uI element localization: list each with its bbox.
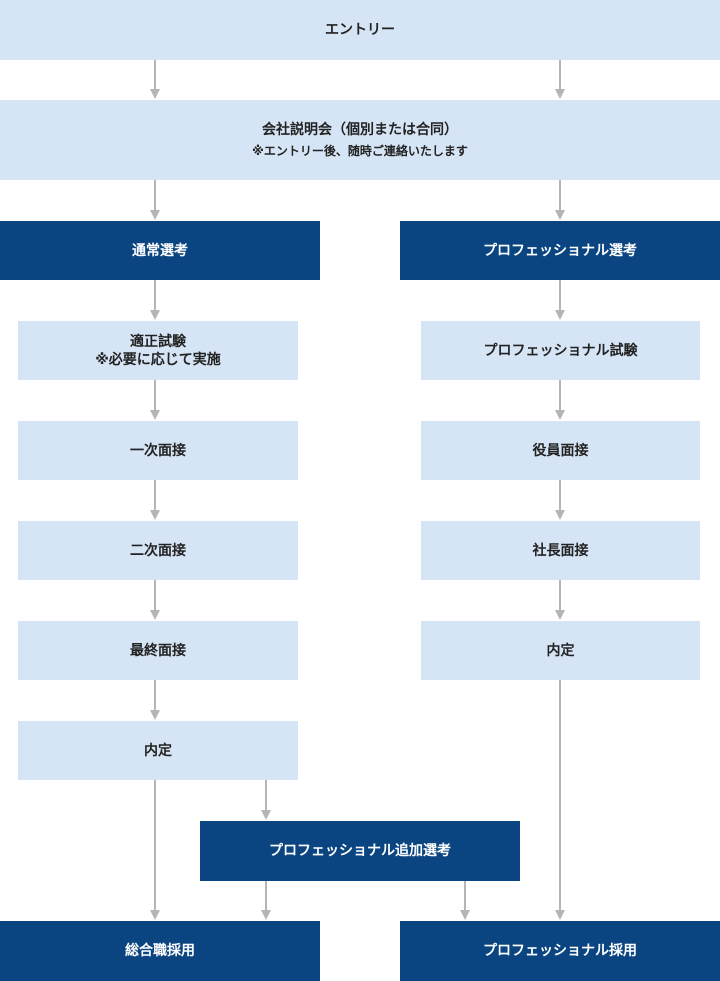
final-interview-step: 最終面接: [18, 621, 298, 680]
briefing-to-professional-arrow: [555, 180, 565, 220]
professional-offer-step: 内定: [421, 621, 700, 680]
general-hire-result: 総合職採用: [0, 921, 320, 981]
executive-interview-step: 役員面接: [421, 421, 700, 480]
professional-hire-result: プロフェッショナル採用: [400, 921, 720, 981]
president-interview-to-offer-arrow: [555, 580, 565, 620]
regular-offer-to-general-hire-arrow: [150, 780, 160, 920]
executive-to-president-interview-arrow: [555, 480, 565, 520]
entry-label: エントリー: [325, 22, 395, 38]
regular-offer-to-additional-arrow: [261, 780, 271, 820]
additional-to-general-hire-arrow: [261, 881, 271, 920]
executive-interview-label: 役員面接: [532, 442, 589, 459]
first-interview-label: 一次面接: [130, 442, 186, 459]
second-interview-step: 二次面接: [18, 521, 298, 580]
professional-selection-label: プロフェッショナル選考: [483, 242, 637, 259]
professional-additional-selection: プロフェッショナル追加選考: [200, 821, 520, 881]
president-interview-step: 社長面接: [421, 521, 700, 580]
additional-to-professional-hire-arrow: [460, 881, 470, 920]
second-to-final-interview-arrow: [150, 580, 160, 620]
professional-selection-header: プロフェッショナル選考: [400, 221, 720, 280]
second-interview-label: 二次面接: [130, 542, 186, 559]
general-hire-label: 総合職採用: [125, 943, 195, 959]
final-interview-to-offer-arrow: [150, 680, 160, 720]
aptitude-test-step: 適正試験 ※必要に応じて実施: [18, 321, 298, 380]
entry-step: エントリー: [0, 0, 720, 60]
final-interview-label: 最終面接: [130, 642, 186, 659]
briefing-to-regular-arrow: [150, 180, 160, 220]
professional-exam-label: プロフェッショナル試験: [483, 342, 638, 359]
regular-to-aptitude-arrow: [150, 280, 160, 320]
professional-offer-to-hire-arrow: [555, 680, 565, 920]
entry-to-briefing-right-arrow: [555, 60, 565, 99]
aptitude-to-first-interview-arrow: [150, 380, 160, 420]
entry-to-briefing-left-arrow: [150, 60, 160, 99]
professional-hire-label: プロフェッショナル採用: [483, 943, 637, 959]
company-briefing-note: ※エントリー後、随時ご連絡いたします: [252, 144, 468, 158]
professional-offer-label: 内定: [546, 642, 575, 659]
professional-exam-step: プロフェッショナル試験: [421, 321, 700, 380]
aptitude-test-note: ※必要に応じて実施: [95, 351, 221, 368]
professional-additional-selection-label: プロフェッショナル追加選考: [269, 843, 451, 859]
president-interview-label: 社長面接: [532, 542, 589, 559]
first-interview-step: 一次面接: [18, 421, 298, 480]
regular-offer-step: 内定: [18, 721, 298, 780]
company-briefing-step: 会社説明会（個別または合同） ※エントリー後、随時ご連絡いたします: [0, 100, 720, 180]
company-briefing-label: 会社説明会（個別または合同）: [262, 122, 458, 138]
regular-selection-header: 通常選考: [0, 221, 320, 280]
professional-to-exam-arrow: [555, 280, 565, 320]
regular-selection-label: 通常選考: [132, 242, 188, 259]
regular-offer-label: 内定: [144, 742, 172, 759]
exam-to-executive-interview-arrow: [555, 380, 565, 420]
aptitude-test-label: 適正試験: [130, 333, 186, 350]
first-to-second-interview-arrow: [150, 480, 160, 520]
